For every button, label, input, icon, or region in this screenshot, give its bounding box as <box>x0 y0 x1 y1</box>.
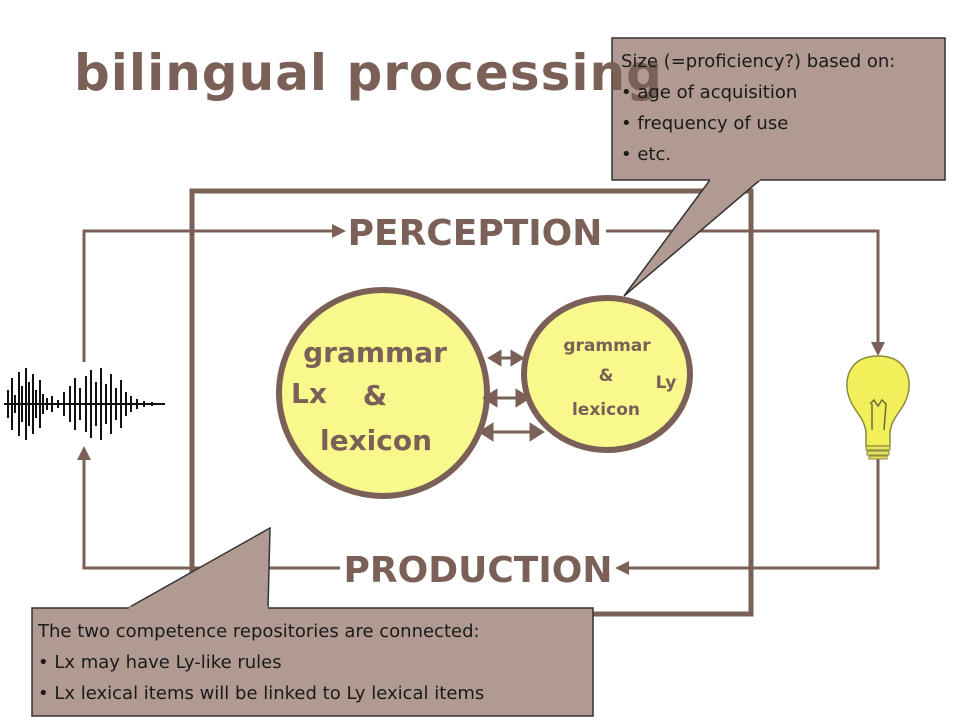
lx-ly-connectors <box>478 349 545 442</box>
perception-arrowhead <box>332 224 346 238</box>
callout-bottom-item: Lx lexical items will be linked to Ly le… <box>38 678 484 709</box>
callout-top-item: frequency of use <box>621 108 895 139</box>
lx-tag: Lx <box>291 377 327 410</box>
ly-bubble <box>521 295 693 453</box>
perception-path-left <box>82 229 335 362</box>
callout-bottom-item: Lx may have Ly-like rules <box>38 647 484 678</box>
ly-lexicon-label: lexicon <box>572 400 640 420</box>
lightbulb-icon <box>846 355 910 460</box>
callout-top-item: etc. <box>621 139 895 170</box>
production-label: PRODUCTION <box>344 550 613 591</box>
lx-lexicon-label: lexicon <box>320 424 432 457</box>
perception-label: PERCEPTION <box>348 213 603 254</box>
callout-top-item: age of acquisition <box>621 77 895 108</box>
callout-top-heading: Size (=proficiency?) based on: <box>621 51 896 72</box>
callout-top-text: Size (=proficiency?) based on: age of ac… <box>621 46 895 170</box>
production-path-right <box>628 458 880 570</box>
waveform-arrowhead <box>77 446 91 460</box>
callout-bottom-heading: The two competence repositories are conn… <box>38 621 480 642</box>
callout-bottom-text: The two competence repositories are conn… <box>38 616 484 709</box>
page-title: bilingual processing <box>74 44 663 102</box>
production-arrowhead <box>615 561 629 575</box>
lx-grammar-label: grammar <box>303 336 447 369</box>
production-path-left <box>82 458 340 570</box>
ly-tag: Ly <box>656 373 677 393</box>
lx-ampersand: & <box>363 379 387 412</box>
waveform-icon <box>4 368 165 440</box>
ly-grammar-label: grammar <box>563 336 651 356</box>
ly-ampersand: & <box>599 366 614 386</box>
lx-bubble <box>276 287 490 499</box>
bulb-arrowhead <box>871 342 885 356</box>
